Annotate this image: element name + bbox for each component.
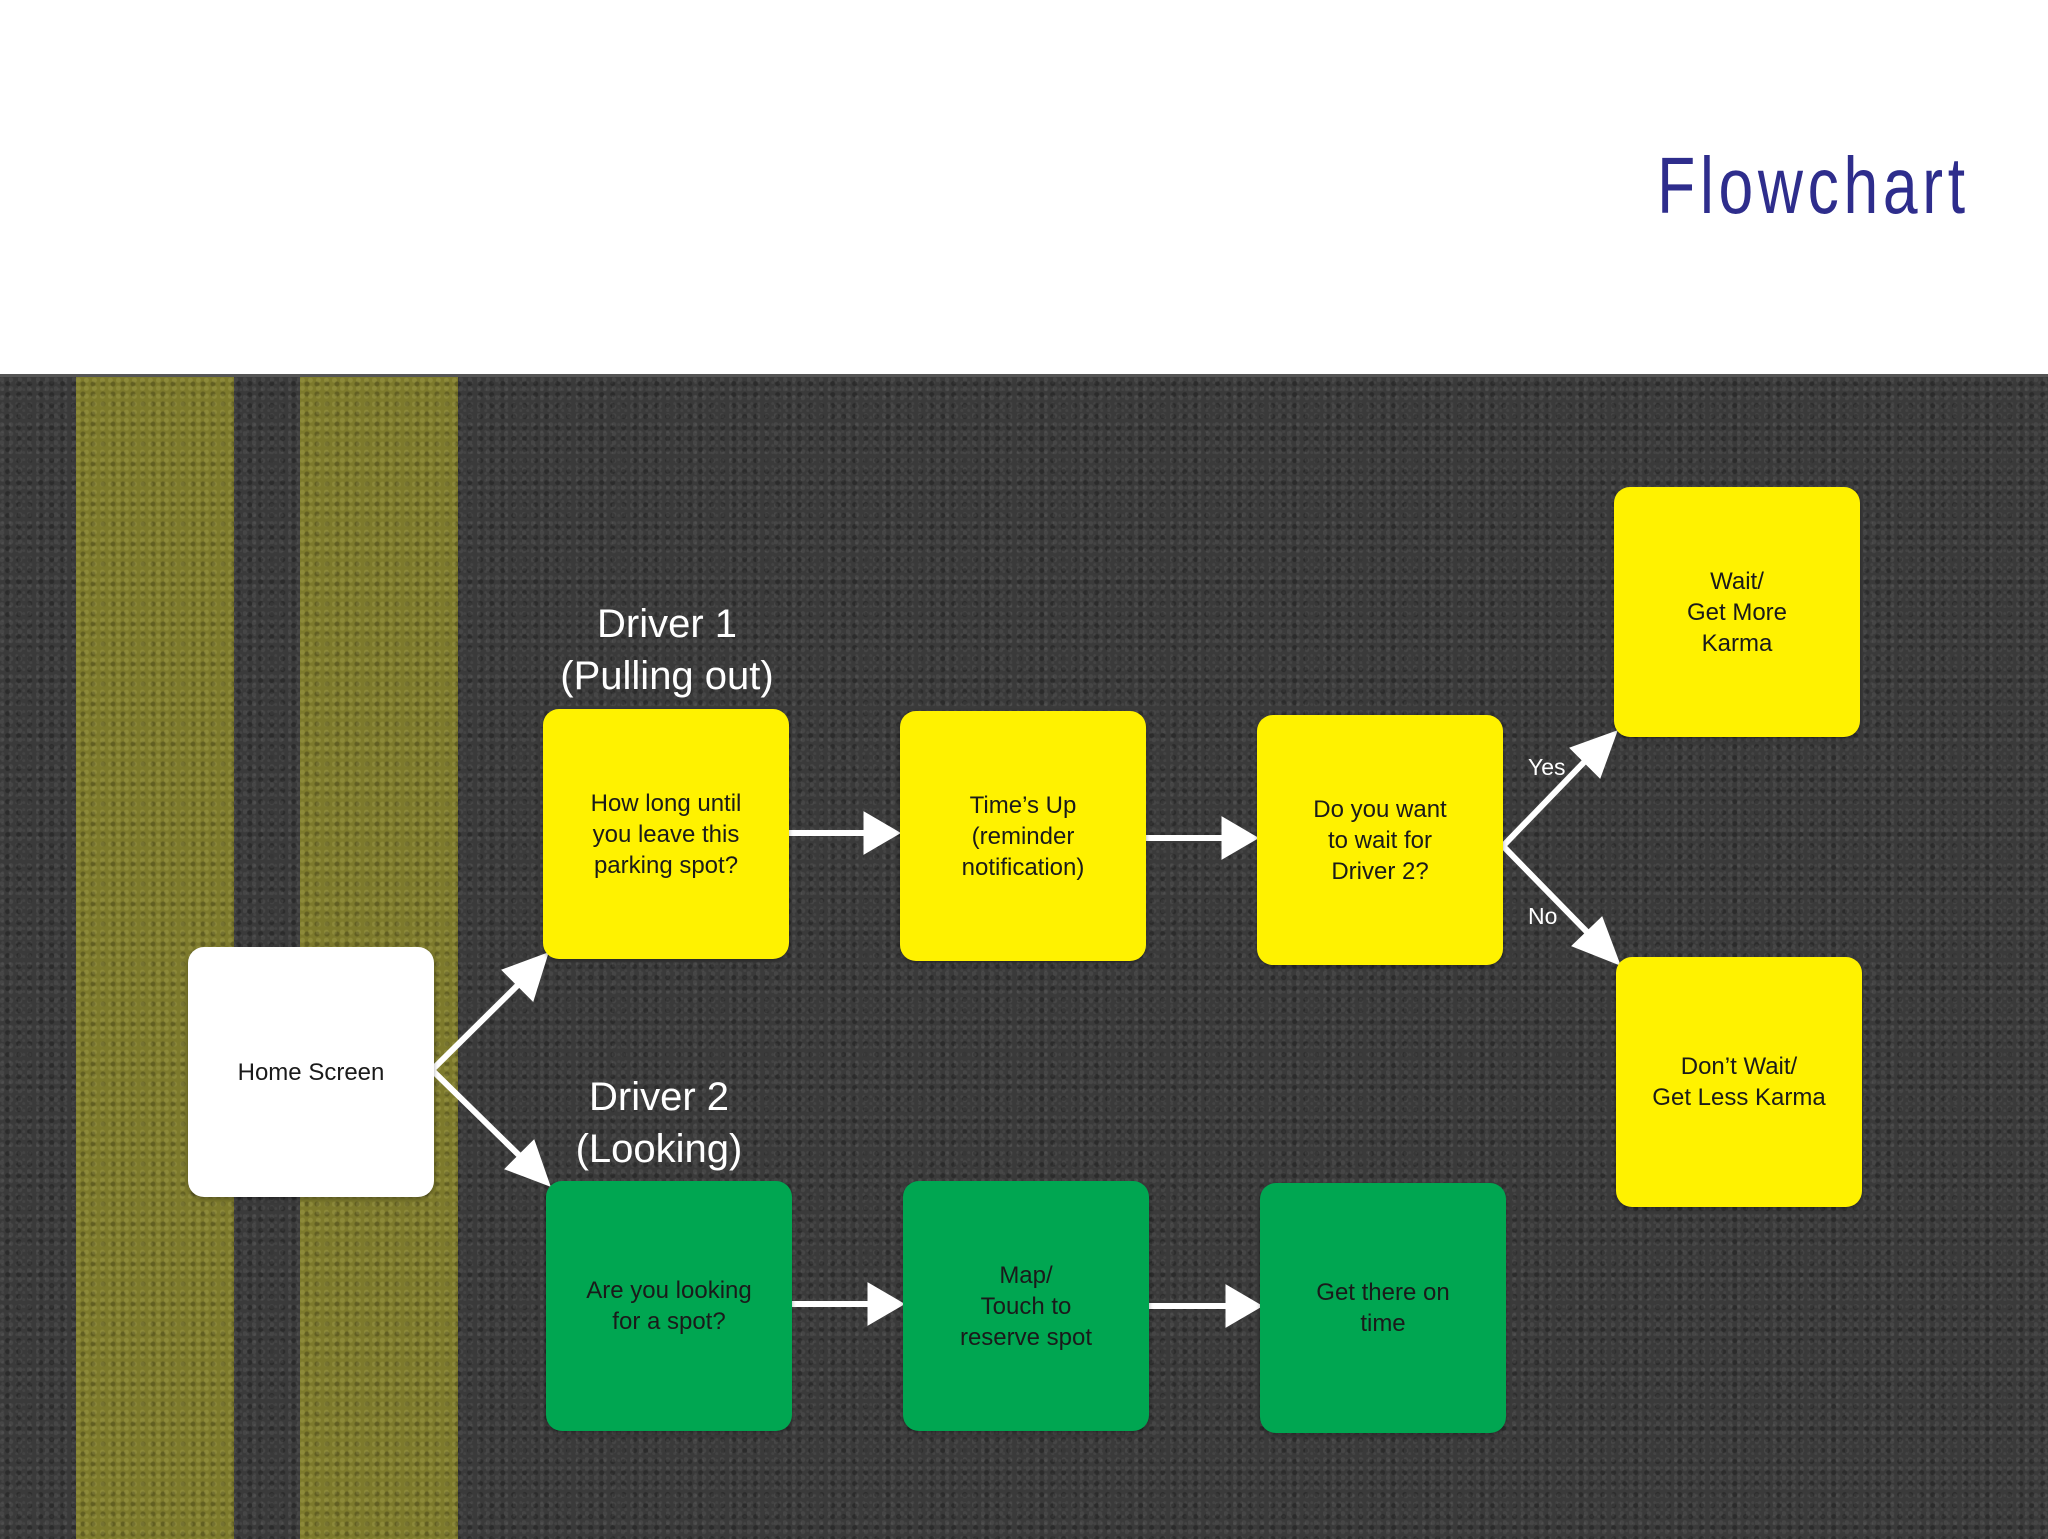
driver1-label: Driver 1 (Pulling out) [560, 602, 774, 698]
yes-edge-label: Yes [1528, 754, 1566, 780]
home-screen-node: Home Screen [188, 947, 434, 1197]
get-there-node: Get there on time [1260, 1183, 1506, 1433]
arrow-question-to-wait [1500, 753, 1593, 849]
arrow-head-map-to-getthere [1225, 1284, 1263, 1328]
arrow-head-looking-to-map [867, 1282, 905, 1326]
wait-question-node: Do you want to wait for Driver 2? [1257, 715, 1503, 965]
driver2-label: Driver 2 (Looking) [575, 1075, 743, 1171]
arrow-head-home-to-driver2 [504, 1139, 551, 1187]
arrow-home-to-driver1 [429, 972, 531, 1073]
looking-for-spot-node: Are you looking for a spot? [546, 1181, 792, 1431]
wait-more-karma-node: Wait/ Get More Karma [1614, 487, 1860, 737]
arrow-head-timesup-to-question [1221, 816, 1259, 860]
page-title: Flowchart [1657, 141, 1970, 230]
dont-wait-less-karma-node: Don’t Wait/ Get Less Karma [1616, 957, 1862, 1207]
arrow-head-question-to-wait [1569, 730, 1618, 779]
map-reserve-node: Map/ Touch to reserve spot [903, 1181, 1149, 1431]
arrow-head-question-to-dontwait [1571, 916, 1621, 966]
arrow-home-to-driver2 [429, 1067, 531, 1167]
how-long-node: How long until you leave this parking sp… [543, 709, 789, 959]
arrow-head-home-to-driver1 [501, 952, 549, 1002]
arrow-head-howlong-to-timesup [863, 811, 901, 855]
times-up-node: Time’s Up (reminder notification) [900, 711, 1146, 961]
no-edge-label: No [1528, 903, 1558, 929]
arrow-question-to-dontwait [1500, 843, 1593, 938]
